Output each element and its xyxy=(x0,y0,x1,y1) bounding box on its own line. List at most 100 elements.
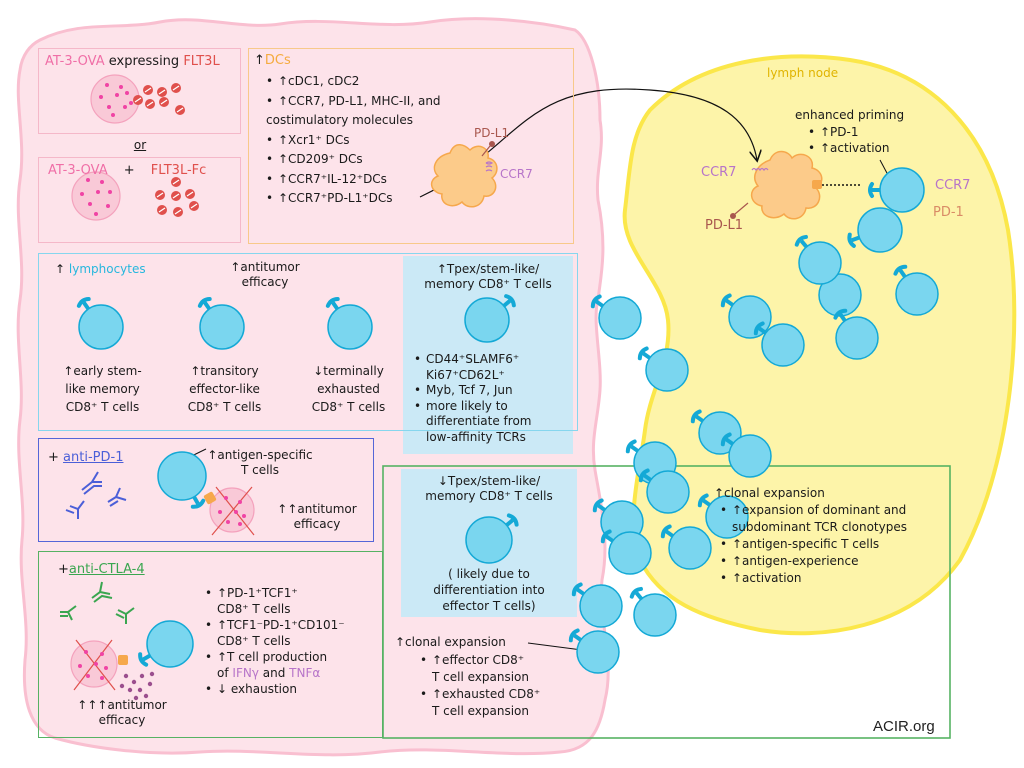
or-label: or xyxy=(133,138,147,152)
antigen-dot xyxy=(218,510,222,514)
ctla4-item: ↑TCF1⁻PD-1⁺CD101⁻CD8⁺ T cells xyxy=(205,617,345,649)
tcr-receptor-icon xyxy=(190,498,206,509)
dcs-box xyxy=(248,48,574,244)
tpex-up-item: CD44⁺SLAMF6⁺Ki67⁺CD62L⁺ xyxy=(414,352,531,383)
flt3l-ligand-icon xyxy=(145,99,155,109)
antigen-dot xyxy=(94,662,98,666)
flt3l-combo-box xyxy=(38,157,241,243)
antigen-dot xyxy=(88,202,92,206)
killed-tumor-cell-pd1 xyxy=(203,486,255,536)
flt3l-ligand-icon xyxy=(171,83,181,93)
flt3l-ligand-icon xyxy=(171,177,181,187)
terminally-exhausted-caption: ↓terminally exhausted CD8⁺ T cells xyxy=(311,364,386,414)
pd-l1-receptor-icon xyxy=(489,141,495,147)
tcr-receptor-icon xyxy=(847,232,856,248)
tcr-receptor-icon xyxy=(568,628,580,643)
cytokine-granule xyxy=(137,687,143,693)
ctla4-clonal-item: ↑exhausted CD8⁺T cell expansion xyxy=(420,686,540,720)
cytokine-granule xyxy=(143,693,149,699)
antigen-dot xyxy=(100,676,104,680)
anti-ctla4-list: ↑PD-1⁺TCF1⁺CD8⁺ T cells ↑TCF1⁻PD-1⁺CD101… xyxy=(205,585,345,697)
priming-item: ↑activation xyxy=(808,140,890,156)
priming-title: enhanced priming xyxy=(795,108,905,122)
cd8-t-cell xyxy=(720,432,772,478)
anti-pd1-label: + anti-PD-1 xyxy=(48,450,124,465)
cell-line-label: AT-3-OVA xyxy=(45,54,105,69)
cd8-t-cell xyxy=(847,207,903,253)
cd8-t-cell xyxy=(568,628,620,674)
tcr-receptor-icon xyxy=(590,294,602,309)
ligand-label: FLT3L xyxy=(183,54,220,69)
tcr-receptor-icon xyxy=(753,321,765,336)
dcs-item: ↑CCR7⁺IL-12⁺DCs xyxy=(266,170,441,190)
antigen-dot xyxy=(96,190,100,194)
ln-clonal-item: ↑antigen-experience xyxy=(720,553,907,570)
antigen-dot xyxy=(119,85,123,89)
cytokine-granule xyxy=(139,673,145,679)
cytokine-granule xyxy=(149,671,155,677)
ctla4-item: ↓ exhaustion xyxy=(205,681,345,697)
ln-clonal-item: ↑antigen-specific T cells xyxy=(720,536,907,553)
priming-item: ↑PD-1 xyxy=(808,124,890,140)
tcr-receptor-icon xyxy=(660,524,672,539)
antigen-dot xyxy=(129,101,133,105)
lymphocytes-antitumor: ↑antitumor efficacy xyxy=(230,260,300,289)
antigen-dot xyxy=(106,204,110,208)
cd8-t-cell xyxy=(76,296,124,350)
anti-pd1-efficacy: ↑↑antitumor efficacy xyxy=(277,502,357,531)
tcr-receptor-icon xyxy=(690,409,702,424)
dendritic-cell-lymph-node xyxy=(750,150,823,220)
flt3l-ligand-icon xyxy=(157,87,167,97)
tcr-receptor-icon xyxy=(76,296,91,308)
antigen-dot xyxy=(107,105,111,109)
anti-ctla4-antibodies xyxy=(60,581,135,624)
cd8-t-cell xyxy=(794,234,842,285)
tpex-down-title: ↓Tpex/stem-like/ memory CD8⁺ T cells xyxy=(425,474,553,503)
flt3l-ligand-icon xyxy=(173,207,183,217)
dcs-item: ↑Xcr1⁺ DCs xyxy=(266,131,441,151)
pd-l1-label: PD-L1 xyxy=(474,126,510,140)
antigen-dot xyxy=(238,500,242,504)
tcell-ccr7-label: CCR7 xyxy=(935,178,971,193)
tpex-down-note: ( likely due to differentiation into eff… xyxy=(433,567,545,613)
dcs-item: ↑CD209⁺ DCs xyxy=(266,150,441,170)
tcr-receptor-icon xyxy=(638,468,650,483)
antigen-dot xyxy=(100,180,104,184)
cd8-t-cell xyxy=(465,513,519,564)
tcr-receptor-icon xyxy=(571,582,583,597)
dcs-title: ↑DCs xyxy=(254,53,291,68)
ccr7-receptor-icon xyxy=(485,161,494,172)
cd8-t-cell xyxy=(197,296,245,350)
flt3l-ligand-icon xyxy=(159,97,169,107)
antigen-dot xyxy=(94,212,98,216)
antigen-dot xyxy=(242,514,246,518)
ctla4-clonal-title: ↑clonal expansion xyxy=(395,635,506,649)
antigen-dot xyxy=(105,83,109,87)
dc-ccr7-label: CCR7 xyxy=(701,165,737,180)
cd8-t-cell xyxy=(868,167,925,213)
priming-list: ↑PD-1 ↑activation xyxy=(808,124,890,156)
ctla4-item: ↑PD-1⁺TCF1⁺CD8⁺ T cells xyxy=(205,585,345,617)
tcr-receptor-icon xyxy=(833,308,848,320)
cd8-t-cell xyxy=(325,296,373,350)
dcs-list: ↑cDC1, cDC2 ↑CCR7, PD-L1, MHC-II, andcos… xyxy=(266,72,441,209)
antigen-dot xyxy=(78,664,82,668)
flt3l-ligand-icon xyxy=(189,201,199,211)
tcr-receptor-icon xyxy=(720,293,732,308)
cytokine-granule xyxy=(123,673,129,679)
anti-pd1-box xyxy=(38,438,374,542)
lymph-node-title: lymph node xyxy=(767,66,839,80)
cd8-t-cell xyxy=(157,451,207,509)
cd8-t-cell xyxy=(590,294,642,340)
flt3l-ligand-icon xyxy=(175,105,185,115)
antigen-specific-caption: ↑antigen-specific T cells xyxy=(207,448,313,477)
flt3l-combo-caption: AT-3-OVA + FLT3L-Fc xyxy=(48,163,207,178)
tcr-receptor-icon xyxy=(197,296,212,308)
tcr-receptor-icon xyxy=(138,652,149,667)
tcr-receptor-icon xyxy=(720,432,732,447)
tpex-up-title: ↑Tpex/stem-like/ memory CD8⁺ T cells xyxy=(424,262,552,291)
